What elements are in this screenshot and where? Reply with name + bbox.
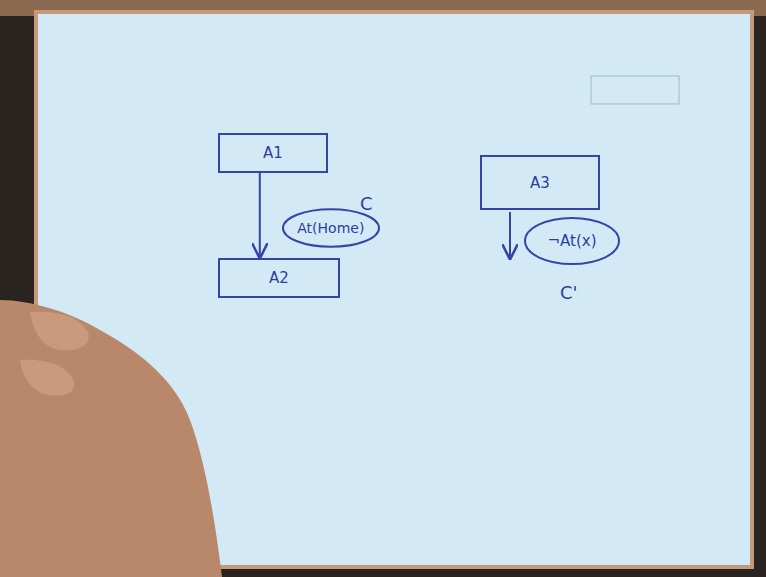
stamp-box bbox=[591, 76, 679, 104]
condition-ellipse: ¬At(x) bbox=[524, 217, 620, 265]
node-text: A1 bbox=[259, 144, 287, 162]
action-box: A2 bbox=[218, 258, 340, 298]
action-box: A3 bbox=[480, 155, 600, 210]
causal-link bbox=[259, 173, 261, 257]
node-text: A3 bbox=[526, 174, 554, 192]
action-box: A1 bbox=[218, 133, 328, 173]
link-label-text: At(Home) bbox=[293, 220, 368, 236]
hand bbox=[0, 300, 222, 577]
node-text: A2 bbox=[265, 269, 293, 287]
link-label: At(Home) bbox=[282, 208, 380, 248]
node-text: ¬At(x) bbox=[543, 232, 600, 250]
condition-label: C' bbox=[560, 282, 578, 303]
condition-label: C bbox=[360, 193, 373, 214]
arrow-line bbox=[509, 212, 511, 258]
